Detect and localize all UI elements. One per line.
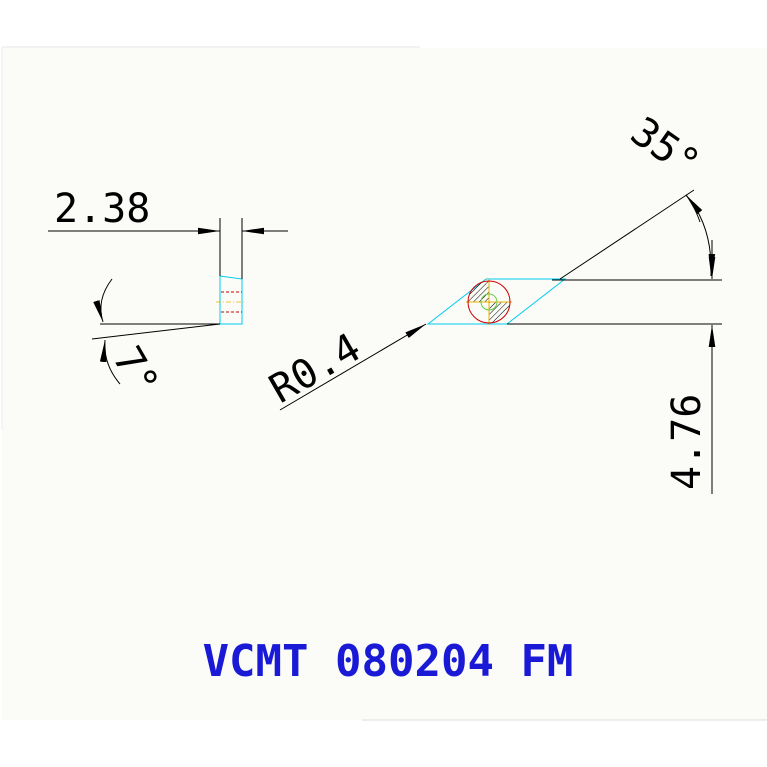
thickness-label: 2.38	[54, 186, 150, 232]
clearance-face-line	[91, 323, 221, 340]
hole-inner-circle	[480, 293, 498, 311]
inscribed-circle-label: 4.76	[664, 394, 710, 490]
angle-edge-extension	[559, 189, 695, 280]
part-number-title: VCMT 080204 FM	[203, 636, 574, 687]
clearance-angle-arc	[93, 278, 113, 323]
drawing-area	[2, 48, 767, 720]
hole-circle	[467, 280, 511, 324]
included-angle-arc-start	[685, 194, 703, 223]
insert-side-profile	[219, 275, 243, 325]
clearance-angle-arc-lower	[99, 339, 121, 385]
corner-radius-leader	[279, 323, 427, 411]
insert-top-outline	[426, 278, 567, 325]
